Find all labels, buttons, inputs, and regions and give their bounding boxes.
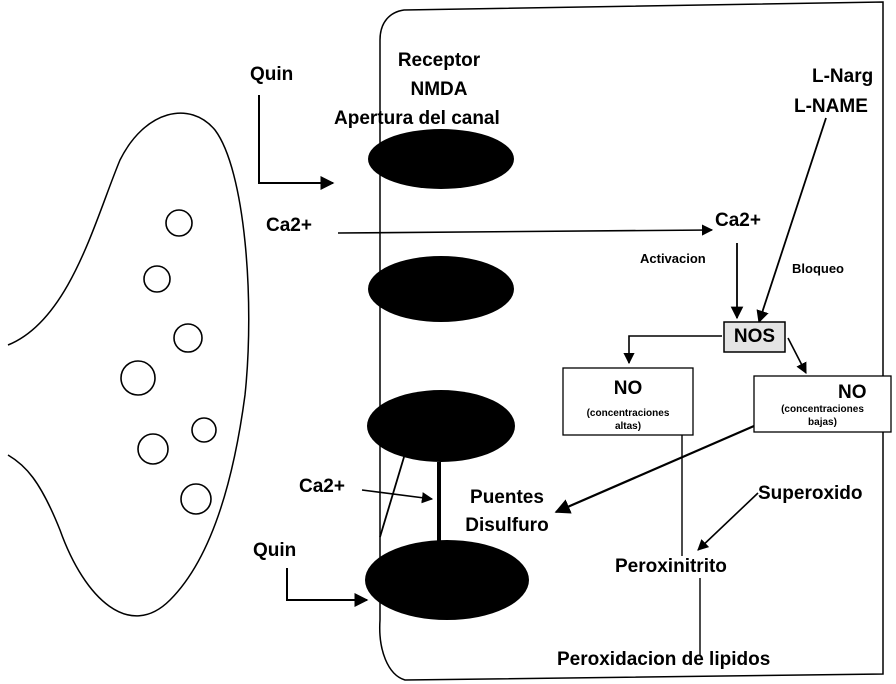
calcium-left-label: Ca2+ — [266, 216, 312, 235]
calcium-right-label: Ca2+ — [715, 211, 761, 230]
calcium-bottom-label: Ca2+ — [299, 477, 345, 496]
lname-label: L-NAME — [794, 97, 868, 116]
blockade-arrow — [759, 118, 826, 322]
vesicle — [192, 418, 216, 442]
peroxidacion-label: Peroxidacion de lipidos — [557, 650, 770, 669]
no-low-sub1: (concentraciones — [754, 405, 891, 415]
calcium-bottom-arrow — [362, 490, 432, 499]
receptor-label: Receptor — [386, 51, 492, 70]
quin-top-arrow — [259, 95, 333, 183]
vesicle — [138, 434, 168, 464]
synaptic-vesicles — [121, 210, 216, 514]
receptor-channel-4 — [365, 540, 529, 620]
vesicle — [181, 484, 211, 514]
quin-top-label: Quin — [250, 65, 293, 84]
receptor-channel-3 — [367, 390, 515, 462]
activation-label: Activacion — [640, 252, 706, 265]
no-high-sub1: (concentraciones — [563, 409, 693, 419]
vesicle — [121, 361, 155, 395]
receptor-channel-2 — [368, 256, 514, 322]
vesicle — [144, 266, 170, 292]
superoxido-label: Superoxido — [758, 484, 863, 503]
lnarg-label: L-Narg — [812, 67, 873, 86]
no-low-label: NO — [838, 383, 867, 402]
nos-to-no-low-arrow — [788, 338, 806, 373]
blockade-label: Bloqueo — [792, 262, 844, 275]
no-low-sub2: bajas) — [754, 418, 891, 428]
receptor-channel-1 — [368, 129, 514, 189]
puentes-label: Puentes — [448, 488, 566, 507]
nos-label: NOS — [724, 327, 785, 346]
nos-to-no-high-arrow — [629, 336, 722, 363]
no-high-sub2: altas) — [563, 422, 693, 432]
no-high-label: NO — [563, 379, 693, 398]
superoxido-to-peroxinitrito-arrow — [698, 493, 758, 550]
quin-bottom-label: Quin — [253, 541, 296, 560]
no-low-to-puentes-arrow — [556, 426, 754, 512]
vesicle — [174, 324, 202, 352]
disulfuro-label: Disulfuro — [448, 516, 566, 535]
channel-link-line — [380, 447, 407, 537]
nmda-label: NMDA — [386, 80, 492, 99]
vesicle — [166, 210, 192, 236]
channel-opening-label: Apertura del canal — [334, 109, 500, 128]
quin-bottom-arrow — [287, 568, 367, 600]
calcium-influx-arrow — [338, 230, 712, 233]
peroxinitrito-label: Peroxinitrito — [615, 557, 727, 576]
